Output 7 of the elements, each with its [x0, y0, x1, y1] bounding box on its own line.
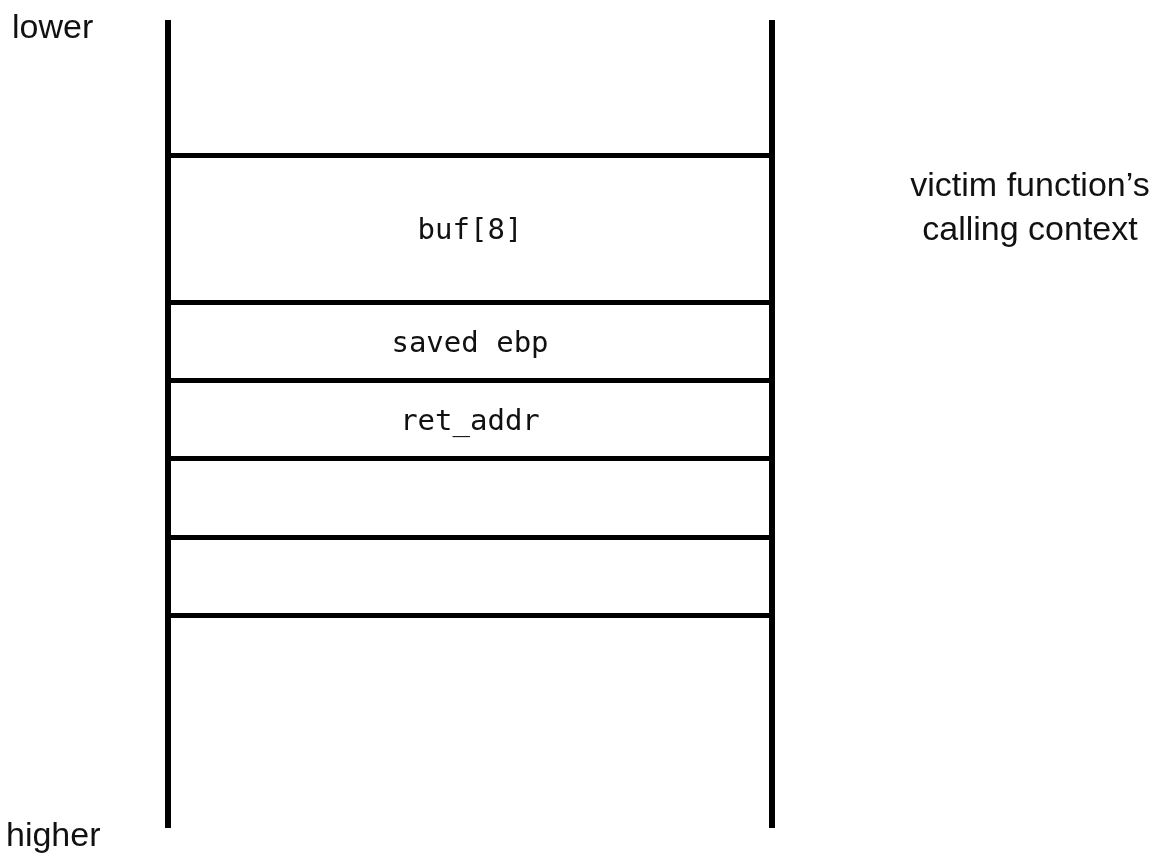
- stack-slot: ret_addr: [168, 378, 772, 456]
- empty-stack-slot: [168, 535, 772, 618]
- axis-label: lower: [12, 6, 95, 47]
- stack-slot: saved ebp: [168, 300, 772, 378]
- annotation-text: victim function’s calling context: [909, 164, 1151, 249]
- axis-label: higher: [6, 814, 102, 855]
- stack-slot: buf[8]: [168, 153, 772, 300]
